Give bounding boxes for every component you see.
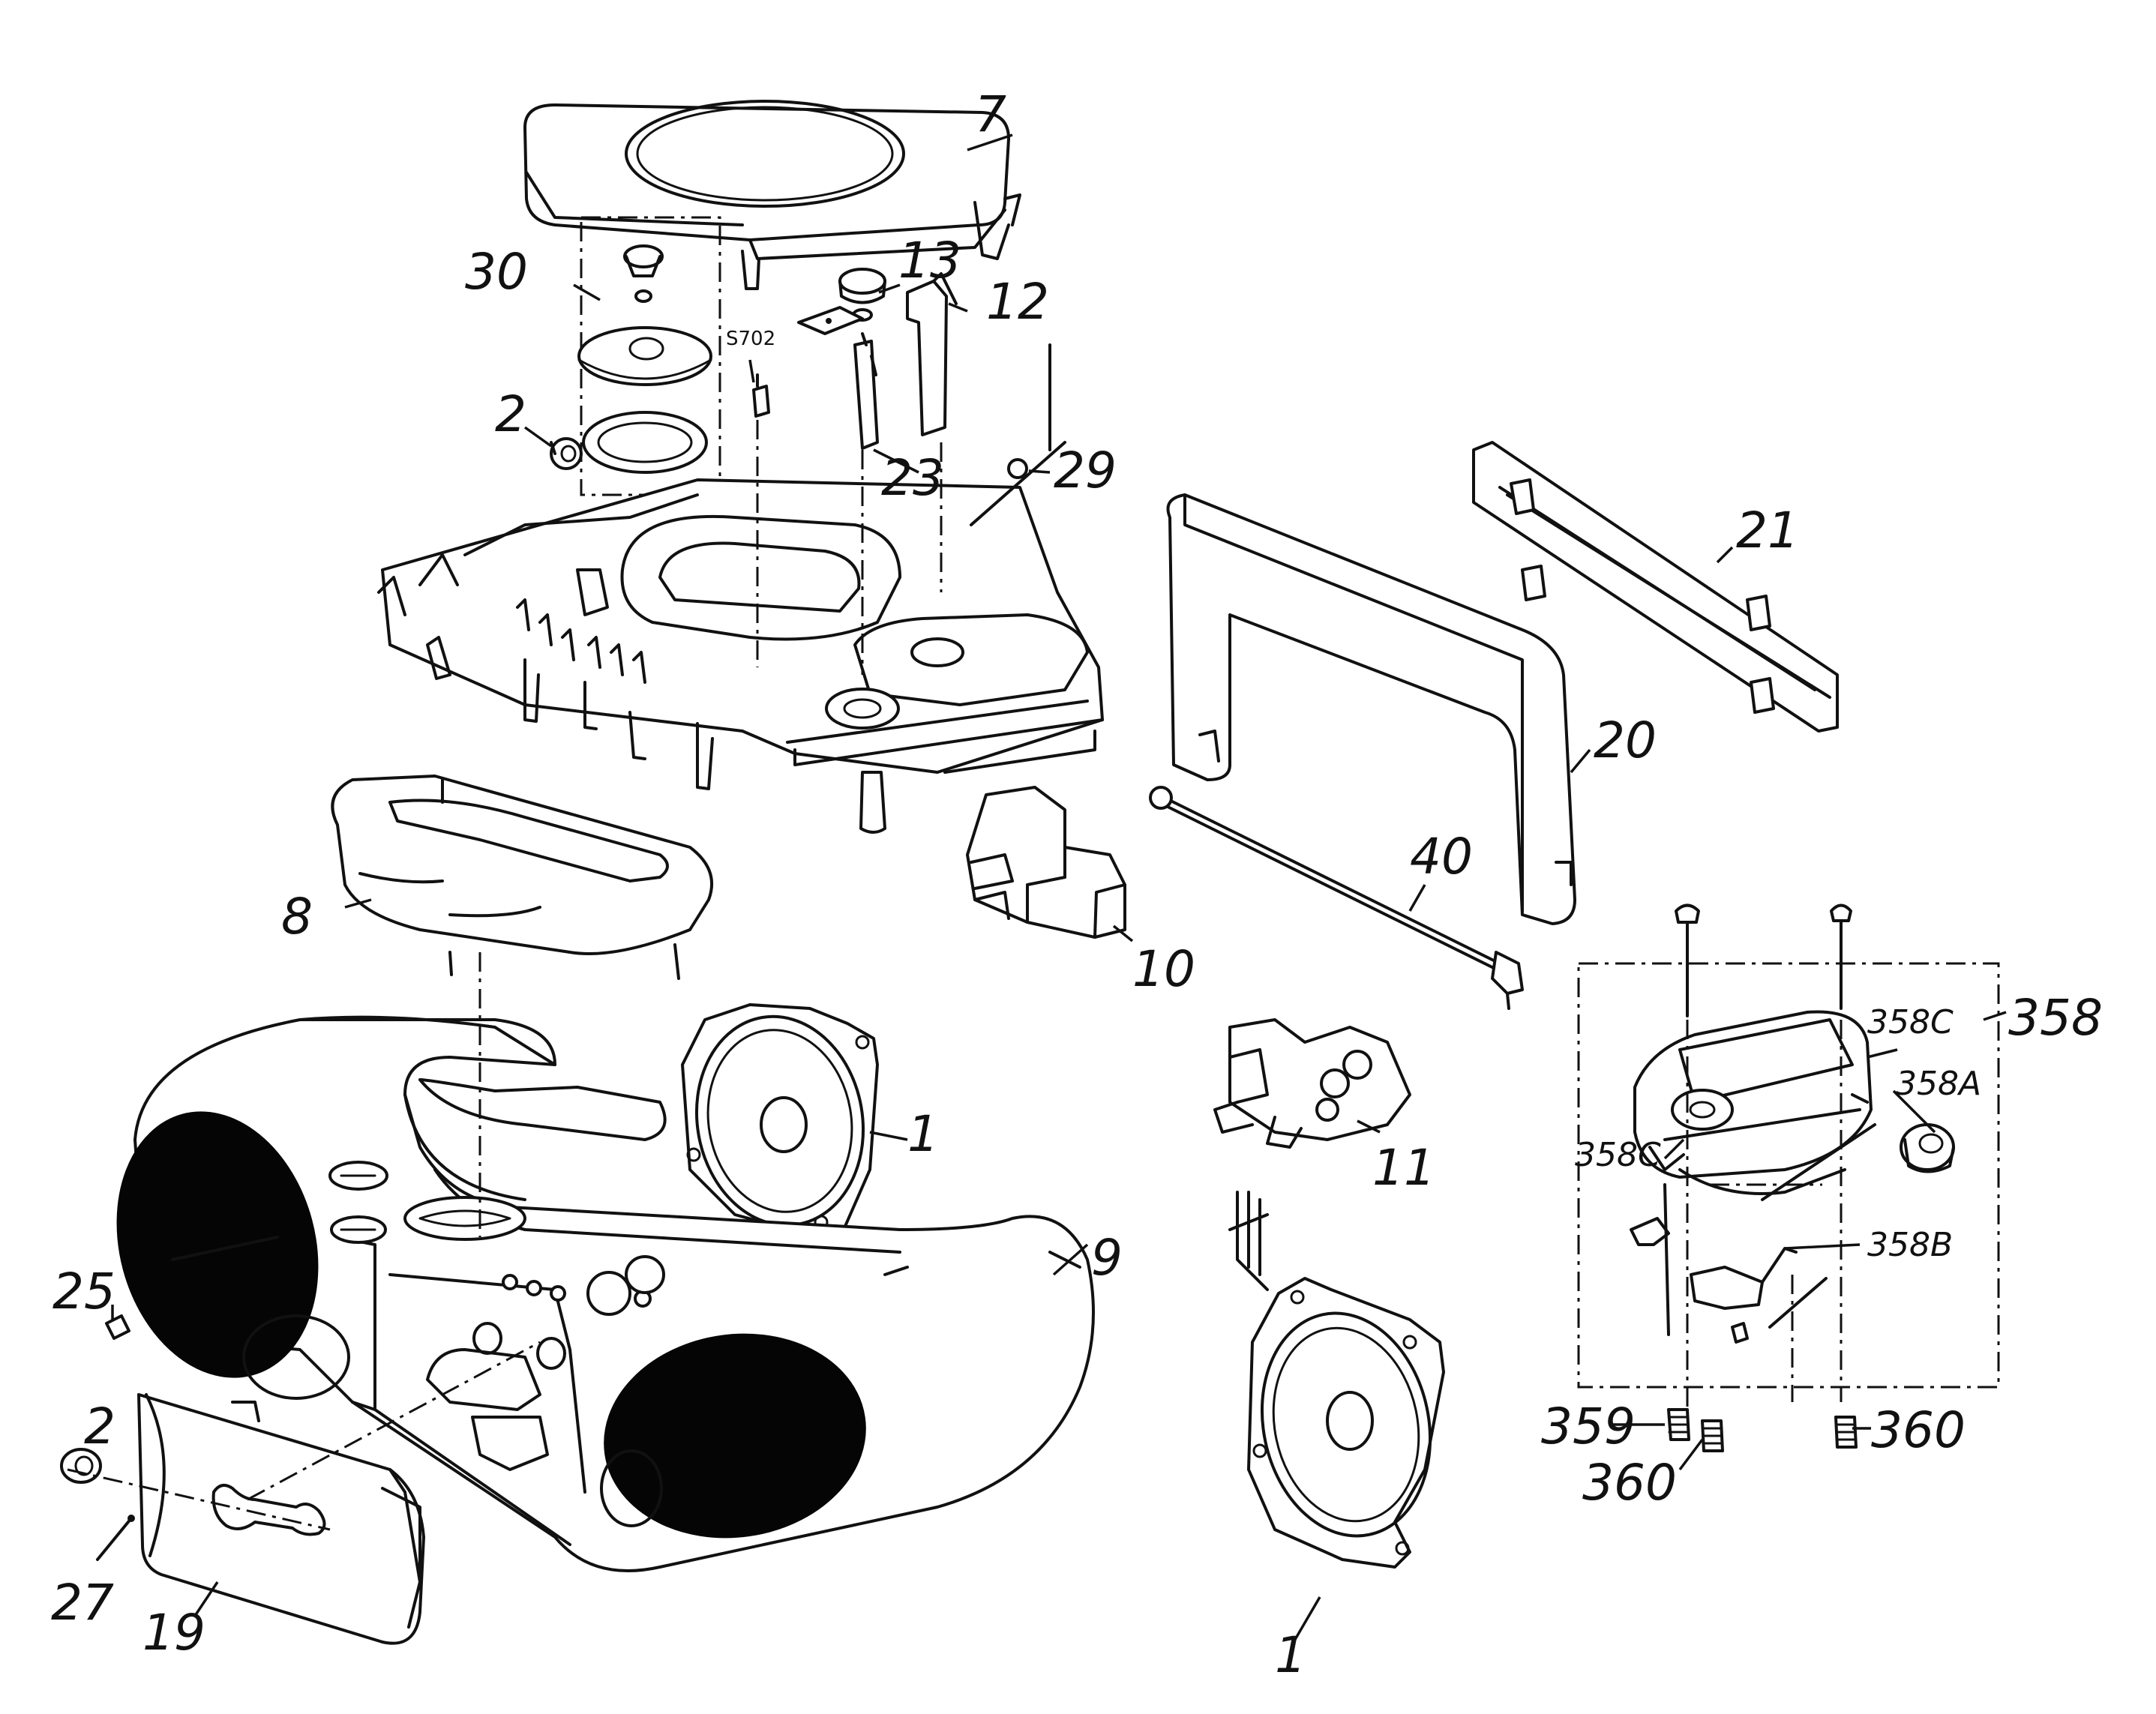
part-23-shaft	[853, 332, 879, 450]
label-20: 20	[1594, 712, 1657, 769]
part-358-cd-loader-assembly	[1577, 903, 2000, 1452]
part-21-rear-panel	[1472, 441, 1839, 733]
label-1-upper: 1	[907, 1105, 939, 1163]
label-21: 21	[1736, 502, 1799, 559]
part-9-main-cabinet	[116, 1015, 1095, 1572]
cd-mechanism-chassis	[377, 478, 1104, 834]
label-19: 19	[142, 1604, 205, 1662]
part-40-antenna	[1149, 786, 1524, 1010]
part-7-cd-lid	[523, 100, 1021, 290]
label-7: 7	[975, 85, 1006, 143]
label-358a: 358A	[1896, 1065, 1981, 1103]
label-10: 10	[1132, 940, 1195, 998]
label-27: 27	[51, 1574, 114, 1632]
assembly-guide-lines	[67, 343, 1066, 1531]
part-2-knob-upper	[550, 437, 583, 470]
label-12: 12	[986, 273, 1049, 331]
label-358b: 358B	[1867, 1226, 1953, 1264]
label-2-lower: 2	[84, 1398, 115, 1455]
label-360-right: 360	[1871, 1401, 1966, 1459]
part-2-knob-lower	[60, 1448, 102, 1484]
label-8: 8	[281, 888, 313, 945]
part-12-lever	[906, 272, 958, 436]
part-1-speaker-lower	[1228, 1191, 1445, 1569]
part-8-top-trim	[331, 775, 714, 980]
label-360-left: 360	[1582, 1454, 1677, 1512]
label-358: 358	[2008, 989, 2103, 1047]
label-358c-left: 358C	[1575, 1136, 1661, 1174]
label-23: 23	[881, 449, 944, 507]
label-2-upper: 2	[495, 385, 526, 443]
label-358c-top: 358C	[1867, 1003, 1954, 1041]
part-20-handle	[1166, 493, 1576, 925]
part-1-speaker-upper	[681, 1003, 879, 1239]
label-1-lower: 1	[1275, 1626, 1306, 1684]
part-27-screw	[96, 1515, 135, 1561]
leader-arrows	[111, 133, 2007, 1643]
part-30-disc-clamp-set	[577, 216, 721, 496]
label-13: 13	[898, 232, 961, 289]
part-13-button	[797, 268, 886, 335]
label-359: 359	[1541, 1398, 1636, 1455]
label-29: 29	[1054, 442, 1117, 499]
part-s702-switch	[752, 373, 770, 418]
label-25: 25	[52, 1263, 115, 1320]
label-9: 9	[1091, 1229, 1123, 1287]
part-labels: 7 30 13 12 S702 2 23 29 21 20 40 8 10 11…	[51, 85, 2103, 1684]
label-11: 11	[1372, 1139, 1435, 1197]
label-s702: S702	[726, 328, 775, 350]
label-30: 30	[465, 243, 528, 301]
part-25-clip	[105, 1314, 130, 1340]
label-40: 40	[1410, 828, 1473, 885]
part-29-washer	[1007, 458, 1028, 479]
part-10-switch-block	[966, 786, 1126, 939]
part-11-switch-block	[1213, 1018, 1411, 1149]
